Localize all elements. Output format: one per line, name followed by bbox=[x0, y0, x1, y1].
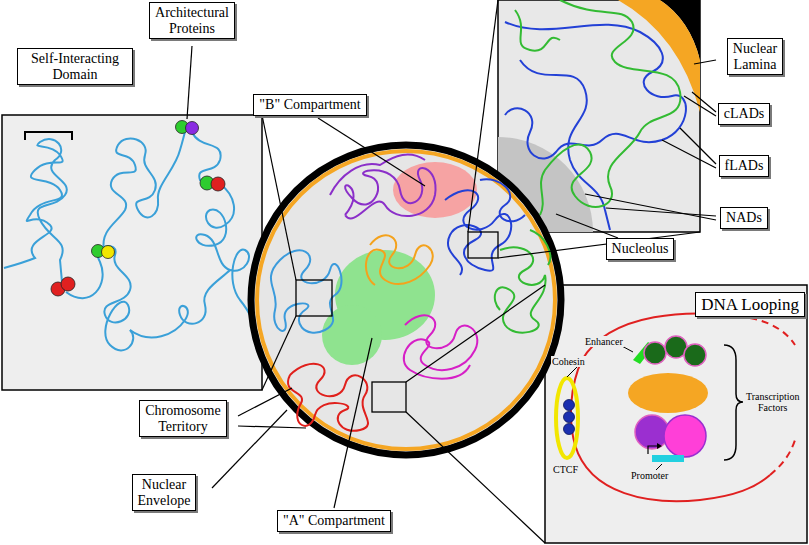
label-box: fLADs bbox=[719, 155, 770, 177]
label-text: Architectural Proteins bbox=[155, 5, 229, 36]
nucleus-envelope bbox=[251, 145, 561, 455]
zoom-square bbox=[296, 232, 498, 412]
label-text: DNA Looping bbox=[701, 295, 799, 314]
label-text: Chromosome Territory bbox=[145, 403, 220, 434]
ctcf-protein bbox=[564, 400, 575, 435]
transcription-factor bbox=[664, 415, 706, 457]
label-box: Nuclear Envelope bbox=[132, 474, 197, 511]
label-box: "B" Compartment bbox=[253, 94, 366, 116]
label-box: "A" Compartment bbox=[277, 510, 391, 532]
label-text: Nuclear Envelope bbox=[138, 477, 191, 508]
part-label: Enhancer bbox=[584, 336, 624, 347]
label-text: Self-Interacting Domain bbox=[23, 51, 127, 82]
cohesin-ring bbox=[556, 378, 578, 458]
a-compartment-zone bbox=[322, 305, 382, 365]
lamina-band bbox=[618, 0, 700, 112]
label-text: cLADs bbox=[724, 106, 764, 122]
part-label: Transcription Factors bbox=[745, 391, 801, 413]
nuclear-lamina-ring bbox=[257, 151, 555, 449]
inset-panel bbox=[545, 285, 807, 543]
label-box: Nuclear Lamina bbox=[727, 38, 783, 75]
label-text: Nuclear Lamina bbox=[733, 41, 777, 72]
label-box: Chromosome Territory bbox=[139, 400, 226, 437]
label-text: fLADs bbox=[725, 158, 764, 174]
transcription-factor bbox=[628, 373, 708, 413]
chromatin-fiber bbox=[4, 132, 260, 350]
label-box: cLADs bbox=[718, 103, 770, 125]
label-box: Architectural Proteins bbox=[149, 2, 235, 39]
label-text: NADs bbox=[726, 210, 762, 226]
domain-bracket bbox=[25, 132, 72, 140]
label-text: "A" Compartment bbox=[283, 513, 385, 529]
chromosome-territory bbox=[271, 155, 550, 431]
label-text: "B" Compartment bbox=[259, 97, 360, 113]
part-label: Promoter bbox=[630, 470, 669, 481]
enhancer-factor bbox=[644, 336, 706, 366]
inset-panel bbox=[2, 115, 262, 390]
architectural-protein bbox=[51, 121, 225, 297]
leader-line bbox=[187, 0, 716, 543]
part-label: CTCF bbox=[552, 464, 579, 475]
label-box: Nucleolus bbox=[606, 238, 675, 260]
title-box: DNA Looping bbox=[695, 292, 805, 317]
label-text: Nucleolus bbox=[612, 241, 669, 257]
chromatin-loop bbox=[571, 314, 770, 502]
promoter-element bbox=[652, 455, 684, 462]
label-box: NADs bbox=[720, 207, 768, 229]
label-box: Self-Interacting Domain bbox=[17, 48, 133, 85]
tss-arrowhead bbox=[657, 443, 662, 449]
part-label: Cohesin bbox=[551, 356, 586, 367]
factor-bracket bbox=[724, 345, 743, 460]
